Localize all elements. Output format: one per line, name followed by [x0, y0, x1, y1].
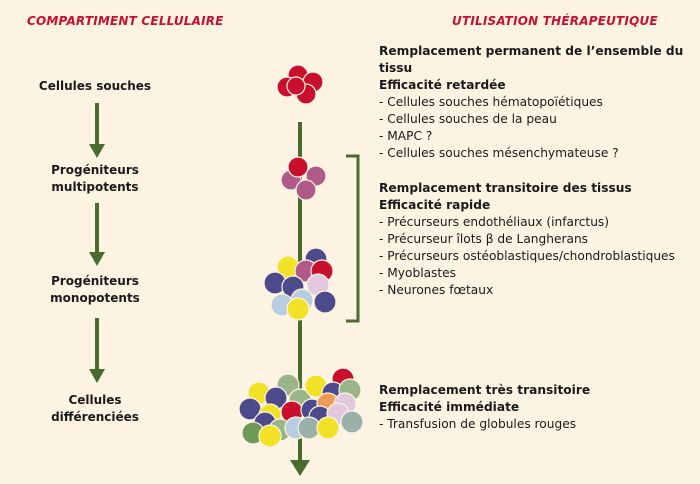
stage-label-line2: monopotents [50, 291, 140, 305]
bracket [346, 154, 360, 323]
therapy-block-permanent: Remplacement permanent de l’ensemble du … [379, 43, 697, 162]
left-arrow-1 [89, 103, 105, 158]
left-arrow-2 [89, 203, 105, 266]
list-item: - Cellules souches de la peau [379, 112, 557, 126]
list-item: - Précurseurs ostéoblastiques/chondrobla… [379, 249, 675, 263]
list-item: - Cellules souches mésenchymateuse ? [379, 146, 619, 160]
stage-label-line1: Cellules [68, 393, 122, 407]
stage-label: Cellules souches [38, 79, 152, 93]
list-item: - Transfusion de globules rouges [379, 417, 577, 431]
stage-multipotent-progenitors: Progéniteurs multipotents [0, 162, 190, 196]
list-item: - Précurseur îlots β de Langherans [379, 232, 589, 246]
stage-differentiated-cells: Cellules différenciées [0, 392, 190, 426]
stage-label-line1: Progéniteurs [51, 274, 139, 288]
monopotent-cell-cluster [263, 247, 337, 321]
left-arrow-3 [89, 318, 105, 383]
stem-cell-cluster [276, 64, 324, 105]
therapy-block-transient: Remplacement transitoire des tissus Effi… [379, 180, 697, 299]
stage-label-line2: différenciées [51, 410, 139, 424]
list-item: - Cellules souches hématopoïétiques [379, 95, 603, 109]
right-column-header: UTILISATION THÉRAPEUTIQUE [452, 14, 658, 28]
stage-monopotent-progenitors: Progéniteurs monopotents [0, 273, 190, 307]
list-item: - Neurones fœtaux [379, 283, 494, 297]
stage-label-line1: Progéniteurs [51, 163, 139, 177]
block-title: Remplacement très transitoire [379, 383, 591, 397]
block-subtitle: Efficacité retardée [379, 78, 506, 92]
left-column-header: COMPARTIMENT CELLULAIRE [27, 14, 224, 28]
block-title: Remplacement transitoire des tissus [379, 181, 632, 195]
list-item: - MAPC ? [379, 129, 433, 143]
list-item: - Précurseurs endothéliaux (infarctus) [379, 215, 610, 229]
block-subtitle: Efficacité rapide [379, 198, 491, 212]
block-subtitle: Efficacité immédiate [379, 400, 520, 414]
therapy-block-very-transient: Remplacement très transitoire Efficacité… [379, 382, 697, 433]
differentiated-cell-cluster [238, 367, 364, 448]
stage-stem-cells: Cellules souches [0, 78, 190, 95]
list-item: - Myoblastes [379, 266, 457, 280]
block-title: Remplacement permanent de l’ensemble du … [379, 44, 684, 75]
stage-label-line2: multipotents [51, 180, 139, 194]
multipotent-cell-cluster [280, 156, 327, 201]
